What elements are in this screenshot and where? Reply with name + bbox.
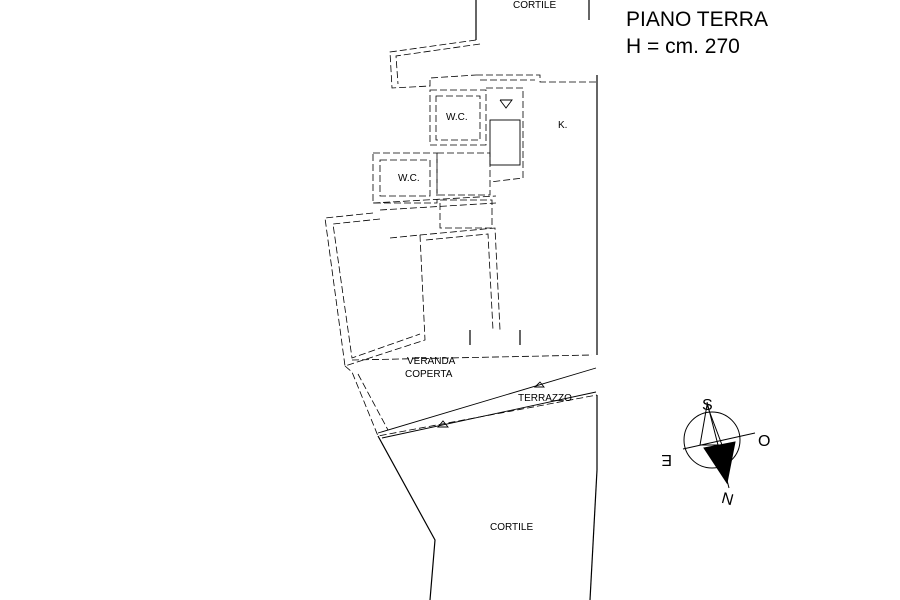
compass-south-arrow bbox=[699, 403, 723, 446]
wc-upper-label: W.C. bbox=[446, 112, 468, 123]
veranda-label-line1: VERANDA bbox=[407, 356, 456, 367]
compass-east-letter: E bbox=[661, 451, 672, 468]
cortile-bottom-label: CORTILE bbox=[490, 522, 533, 533]
bottom-courtyard-boundary bbox=[377, 435, 436, 600]
compass-north-arrow bbox=[703, 441, 736, 485]
top-courtyard-boundary bbox=[475, 0, 590, 40]
wc-lower-label: W.C. bbox=[398, 173, 420, 184]
compass-axis-eo bbox=[682, 432, 756, 450]
building-walls bbox=[324, 39, 598, 439]
kitchen-label: K. bbox=[558, 120, 567, 131]
plan-height: H = cm. 270 bbox=[626, 35, 740, 58]
compass-north-letter: N bbox=[720, 490, 736, 509]
compass-west-letter: O bbox=[758, 433, 770, 450]
right-boundary bbox=[589, 75, 598, 600]
compass-rose: S O N E bbox=[661, 397, 770, 509]
terrazzo-label: TERRAZZO bbox=[518, 393, 572, 404]
veranda-label-line2: COPERTA bbox=[405, 369, 453, 380]
cortile-top-label: CORTILE bbox=[513, 0, 556, 11]
plan-title: PIANO TERRA bbox=[626, 8, 768, 31]
compass-south-letter: S bbox=[702, 397, 713, 414]
compass-circle bbox=[683, 411, 741, 469]
